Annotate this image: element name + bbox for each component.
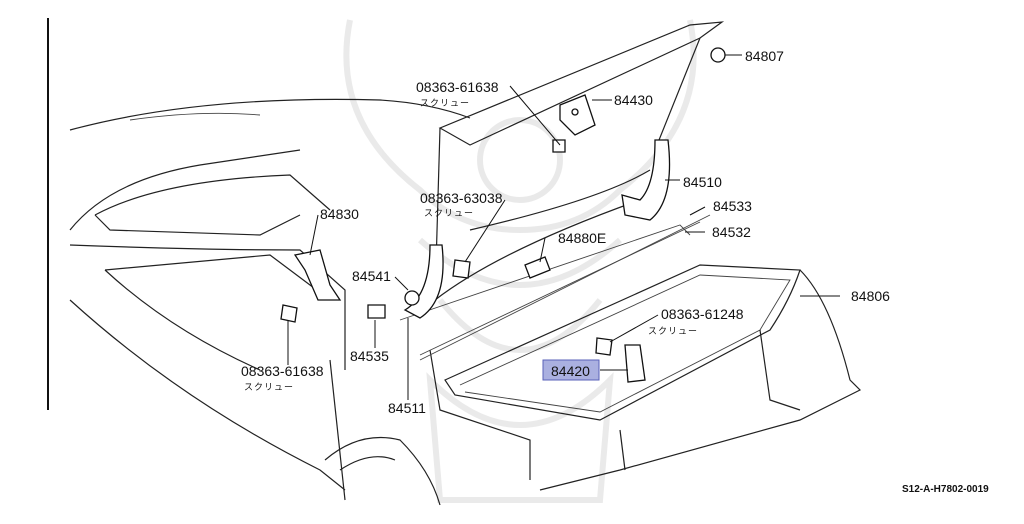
car-body-outline xyxy=(69,21,862,506)
screw-right xyxy=(595,337,613,356)
part-84420-latch xyxy=(624,344,646,383)
label-screw-right: スクリュー xyxy=(648,326,698,336)
label-08363-61638-top: 08363-61638 xyxy=(416,79,499,95)
screw-mid xyxy=(452,259,471,279)
label-84510: 84510 xyxy=(683,174,722,190)
part-84510-hinge xyxy=(621,139,671,221)
screw-left xyxy=(280,304,298,323)
label-84532: 84532 xyxy=(712,224,751,240)
watermark-logo xyxy=(343,19,697,503)
part-84430-striker xyxy=(559,94,596,136)
part-84807-grommet xyxy=(710,47,726,63)
label-84806: 84806 xyxy=(851,288,890,304)
label-84541: 84541 xyxy=(352,268,391,284)
label-84420: 84420 xyxy=(551,363,590,379)
label-84880E: 84880E xyxy=(558,230,606,246)
highlight-box-84420 xyxy=(542,359,600,381)
part-84880E-clip xyxy=(524,256,551,279)
part-84541-hinge xyxy=(403,244,444,319)
label-screw-mid: スクリュー xyxy=(424,208,474,218)
label-08363-61248: 08363-61248 xyxy=(661,306,744,322)
label-84430: 84430 xyxy=(614,92,653,108)
part-84535-bolt xyxy=(367,304,386,319)
leader-lines xyxy=(287,54,840,400)
screw-top xyxy=(552,139,566,153)
part-84533-rod xyxy=(419,214,711,361)
label-08363-63038: 08363-63038 xyxy=(420,190,503,206)
reference-code: S12-A-H7802-0019 xyxy=(902,484,989,495)
label-84533: 84533 xyxy=(713,198,752,214)
label-screw-bottom: スクリュー xyxy=(244,382,294,392)
label-screw-top: スクリュー xyxy=(420,98,470,108)
part-84830-bracket xyxy=(293,249,342,301)
label-84830: 84830 xyxy=(320,206,359,222)
label-84535: 84535 xyxy=(350,348,389,364)
label-84807: 84807 xyxy=(745,48,784,64)
label-08363-61638-bottom: 08363-61638 xyxy=(241,363,324,379)
label-84511: 84511 xyxy=(388,400,426,416)
